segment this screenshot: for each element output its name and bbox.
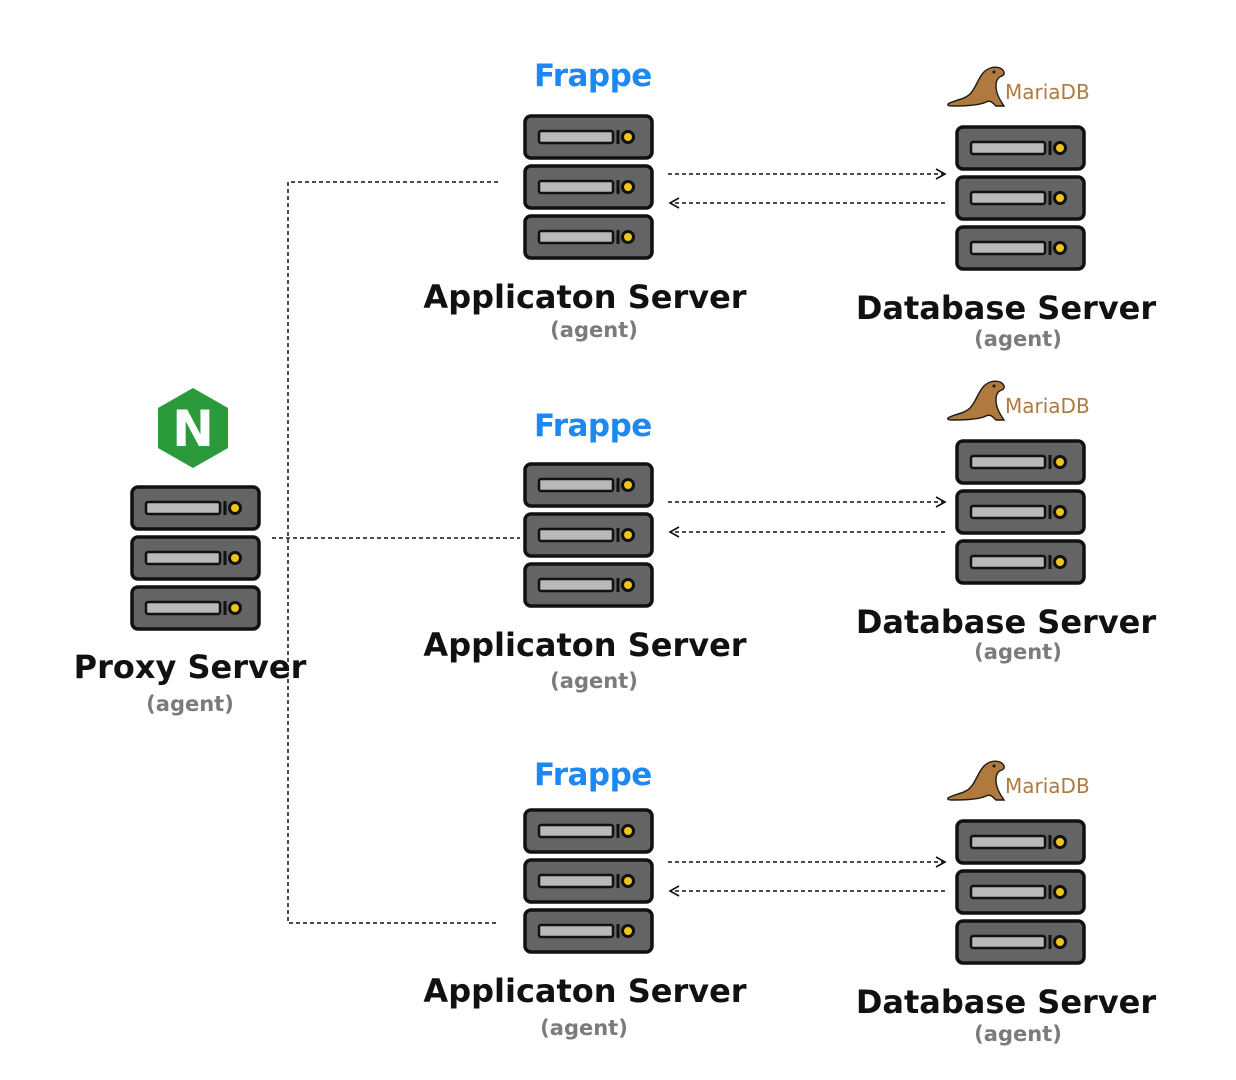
app-server-icon-2 — [523, 462, 654, 608]
app-server-icon-3 — [523, 808, 654, 954]
db-arrows — [668, 168, 947, 897]
proxy-connectors — [272, 181, 520, 924]
frappe-logo-3: Frappe — [534, 757, 652, 793]
mariadb-logo-text-3: MariaDB — [1005, 774, 1090, 798]
mariadb-logos — [947, 66, 1006, 801]
proxy-server-icon — [130, 485, 261, 631]
mariadb-logo-text-1: MariaDB — [1005, 80, 1090, 104]
app-server-subtitle-3: (agent) — [540, 1016, 628, 1040]
sea-lion-icon-2 — [947, 380, 1006, 421]
db-server-subtitle-3: (agent) — [974, 1022, 1062, 1046]
app-server-title-1: Applicaton Server — [423, 278, 747, 316]
db-server-icon-3 — [955, 819, 1086, 965]
app-server-title-2: Applicaton Server — [423, 626, 747, 664]
frappe-logo-1: Frappe — [534, 58, 652, 94]
db-server-subtitle-1: (agent) — [974, 327, 1062, 351]
proxy-server-subtitle: (agent) — [146, 692, 234, 716]
mariadb-logo-text-2: MariaDB — [1005, 394, 1090, 418]
db-server-icon-1 — [955, 125, 1086, 271]
sea-lion-icon-3 — [947, 760, 1006, 801]
nginx-icon: N — [158, 388, 228, 468]
nginx-logo-letter: N — [172, 400, 214, 458]
db-server-title-3: Database Server — [855, 983, 1157, 1021]
server-racks — [130, 114, 1086, 965]
proxy-server-title: Proxy Server — [73, 648, 307, 686]
connector-proxy-app-1 — [287, 181, 498, 924]
db-server-subtitle-2: (agent) — [974, 640, 1062, 664]
db-server-title-1: Database Server — [855, 289, 1157, 327]
sea-lion-icon-1 — [947, 66, 1006, 107]
app-server-title-3: Applicaton Server — [423, 972, 747, 1010]
frappe-logo-2: Frappe — [534, 408, 652, 444]
app-server-subtitle-1: (agent) — [550, 318, 638, 342]
db-server-title-2: Database Server — [855, 603, 1157, 641]
app-server-subtitle-2: (agent) — [550, 669, 638, 693]
app-server-icon-1 — [523, 114, 654, 260]
db-server-icon-2 — [955, 439, 1086, 585]
